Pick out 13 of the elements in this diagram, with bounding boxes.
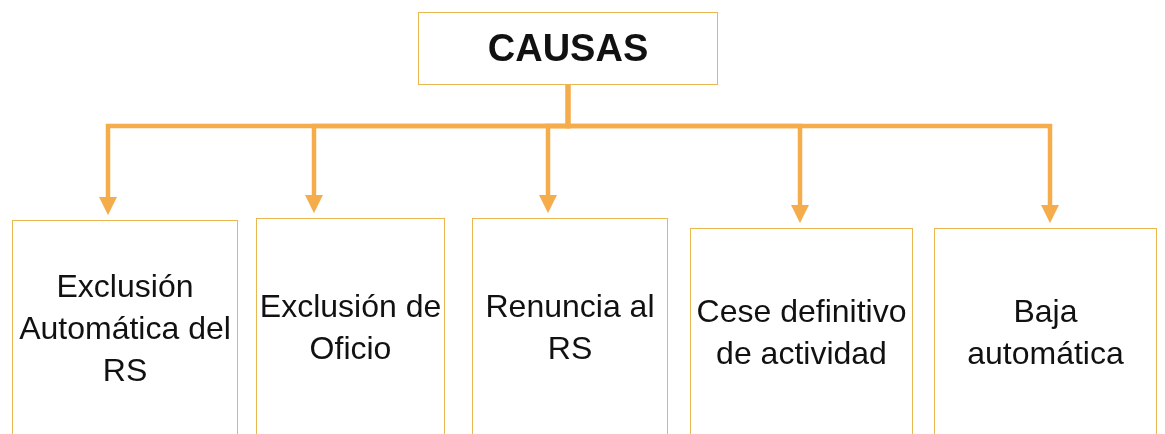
box-label: Exclusión Automática del RS [18,266,232,391]
connector-arrow [565,85,1059,224]
heading-box [418,12,718,85]
category-box [690,228,913,434]
box-label: Exclusión de Oficio [258,286,443,368]
category-box [256,218,445,434]
box-label: Renuncia al RS [484,286,656,368]
box-label: CAUSAS [487,26,649,72]
category-box [12,220,238,434]
category-box [472,218,668,434]
box-label: Baja automática [966,291,1125,373]
category-box [934,228,1157,434]
box-label: Cese definitivo de actividad [695,291,908,373]
